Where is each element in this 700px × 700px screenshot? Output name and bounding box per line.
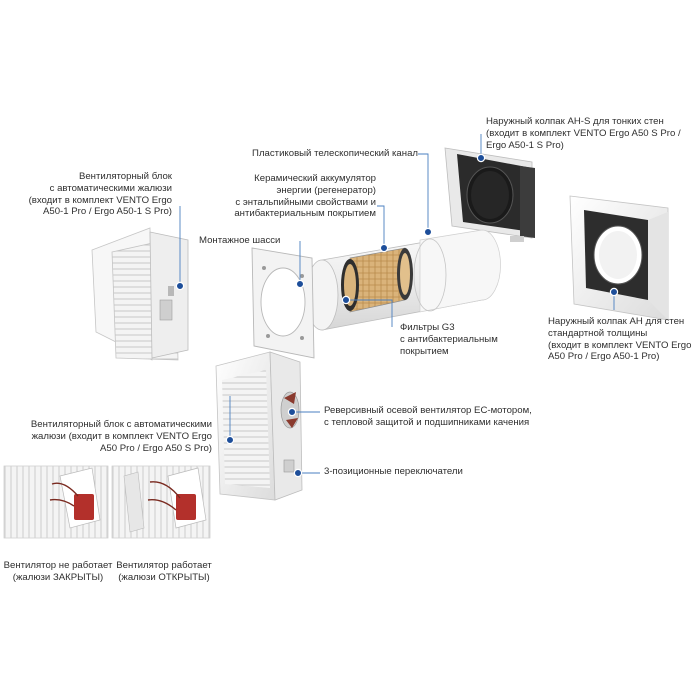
detail-louvers-closed bbox=[3, 465, 109, 539]
label-line: Наружный колпак АН для стен bbox=[548, 316, 685, 327]
label-line: покрытием bbox=[400, 345, 449, 357]
mounting-chassis-illustration bbox=[251, 247, 315, 359]
label-line: (входит в комплект VENTO Ergo bbox=[28, 194, 172, 206]
telescopic-duct-illustration bbox=[305, 229, 501, 331]
caption-louvers-open: Вентилятор работает (жалюзи ОТКРЫТЫ) bbox=[112, 560, 216, 584]
label-mounting-chassis: Монтажное шасси bbox=[199, 235, 280, 247]
fan-unit-bottom-illustration bbox=[215, 351, 303, 501]
label-fan-unit-top: Вентиляторный блок с автоматическими жал… bbox=[29, 171, 172, 218]
label-line: стандартной толщины bbox=[548, 327, 648, 339]
label-line: (входит в комплект VENTO Ergo A50 S Pro … bbox=[486, 127, 681, 139]
label-line: Вентилятор работает bbox=[116, 560, 212, 571]
label-line: (жалюзи ОТКРЫТЫ) bbox=[118, 571, 210, 583]
marker-dots bbox=[175, 153, 619, 478]
label-line: с автоматическими жалюзи bbox=[49, 182, 172, 194]
label-line: Фильтры G3 bbox=[400, 322, 455, 333]
caption-louvers-closed: Вентилятор не работает (жалюзи ЗАКРЫТЫ) bbox=[2, 560, 114, 584]
leader-lines bbox=[179, 134, 615, 474]
label-line: Вентиляторный блок с автоматическими bbox=[30, 419, 212, 430]
label-line: Реверсивный осевой вентилятор ЕС-мотором… bbox=[324, 405, 532, 416]
label-switches: 3-позиционные переключатели bbox=[324, 466, 463, 478]
label-line: Монтажное шасси bbox=[199, 235, 281, 246]
label-line: Ergo A50-1 S Pro) bbox=[486, 139, 564, 151]
label-line: антибактериальным покрытием bbox=[234, 208, 376, 220]
label-line: 3-позиционные переключатели bbox=[324, 466, 463, 477]
label-line: Наружный колпак АН-S для тонких стен bbox=[486, 116, 664, 127]
hood-ah-illustration bbox=[569, 195, 669, 321]
label-reversible-fan: Реверсивный осевой вентилятор ЕС-мотором… bbox=[324, 405, 532, 429]
label-line: (входит в комплект VENTO Ergo bbox=[548, 339, 692, 351]
detail-louvers-open bbox=[111, 465, 211, 539]
label-line: энергии (регенератор) bbox=[276, 184, 376, 196]
hood-ahs-illustration bbox=[444, 147, 535, 242]
label-line: Вентиляторный блок bbox=[78, 171, 172, 182]
label-line: жалюзи (входит в комплект VENTO Ergo bbox=[31, 430, 212, 442]
fan-unit-top-illustration bbox=[91, 227, 189, 361]
label-line: Вентилятор не работает bbox=[3, 560, 113, 571]
label-hood-ahs: Наружный колпак АН-S для тонких стен (вх… bbox=[486, 116, 681, 151]
label-filters: Фильтры G3 с антибактериальным покрытием bbox=[400, 322, 498, 357]
label-line: A50-1 Pro / Ergo A50-1 S Pro) bbox=[42, 206, 172, 218]
label-regenerator: Керамический аккумулятор энергии (регене… bbox=[234, 173, 376, 220]
label-line: (жалюзи ЗАКРЫТЫ) bbox=[12, 571, 104, 583]
label-line: с энтальпийными свойствами и bbox=[235, 196, 376, 208]
label-line: с антибактериальным bbox=[400, 333, 498, 345]
label-fan-unit-bottom: Вентиляторный блок с автоматическими жал… bbox=[31, 419, 212, 454]
label-line: Керамический аккумулятор bbox=[254, 173, 376, 184]
label-line: Пластиковый телескопический канал bbox=[252, 148, 418, 159]
label-telescopic-duct: Пластиковый телескопический канал bbox=[252, 148, 418, 160]
label-line: A50 Pro / Ergo A50-1 Pro) bbox=[548, 351, 660, 363]
label-line: с тепловой защитой и подшипниками качени… bbox=[324, 416, 530, 428]
label-hood-ah: Наружный колпак АН для стен стандартной … bbox=[548, 316, 691, 363]
label-line: A50 Pro / Ergo A50 S Pro) bbox=[100, 442, 212, 454]
